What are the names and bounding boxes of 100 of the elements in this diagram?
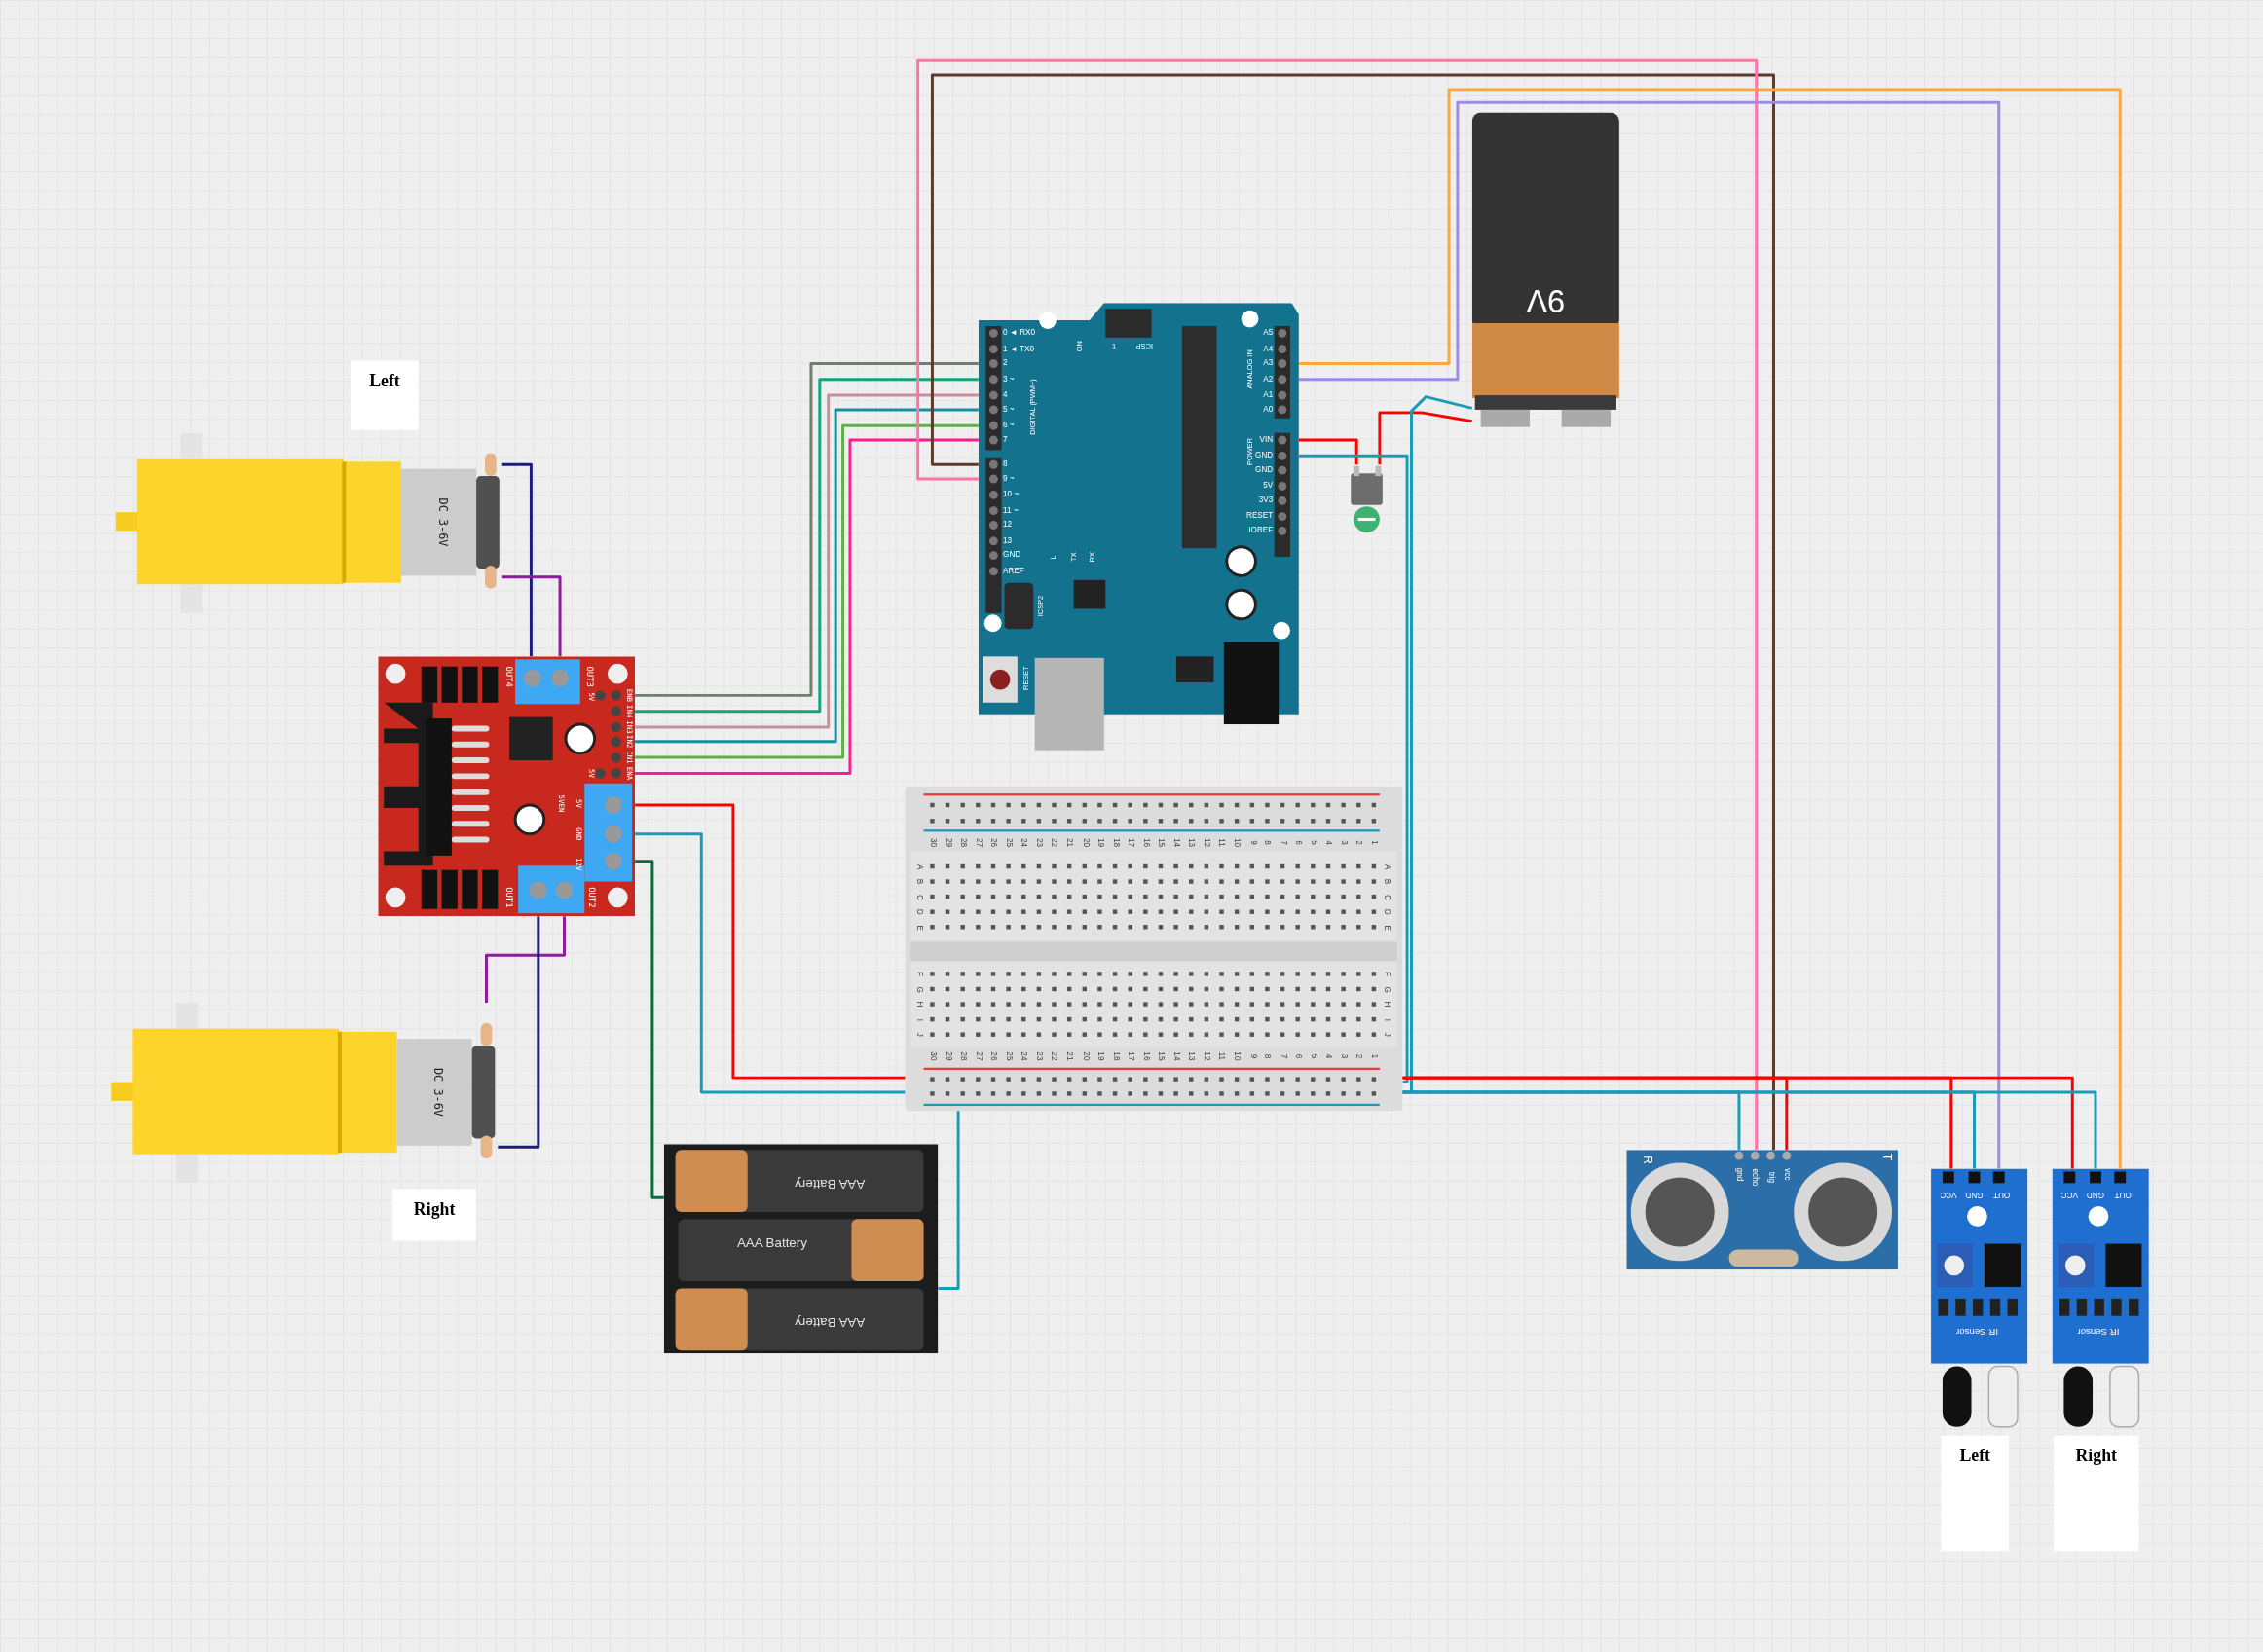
row-letter: A <box>1383 863 1391 869</box>
pin-label: GND <box>1255 466 1274 475</box>
terminal-label: OUT2 <box>587 887 597 908</box>
row-letter: A <box>915 863 924 869</box>
pin-label: GND <box>1003 551 1021 560</box>
row-letter: F <box>1383 971 1391 976</box>
pin-label: 13 <box>1003 536 1013 545</box>
column-number: 16 <box>1141 1051 1150 1061</box>
pin-label: echo <box>1751 1168 1760 1187</box>
column-number: 26 <box>988 838 998 848</box>
pin-label: 9 ~ <box>1003 475 1015 484</box>
column-number: 9 <box>1247 1053 1256 1059</box>
terminal-label: OUT1 <box>504 887 514 908</box>
row-letter: I <box>915 1017 924 1021</box>
pin-label: A5 <box>1263 329 1274 338</box>
name-tag: Right <box>392 1189 477 1241</box>
wire <box>1402 1090 2097 1169</box>
pin-label: VCC <box>1940 1191 1957 1199</box>
column-number: 6 <box>1293 1053 1302 1059</box>
column-number: 3 <box>1339 1053 1348 1059</box>
column-number: 17 <box>1126 1051 1134 1061</box>
column-number: 8 <box>1263 840 1272 845</box>
battery-label: AAA Battery <box>736 1236 807 1251</box>
pin-label: 8 <box>1003 460 1008 469</box>
row-letter: F <box>915 971 924 976</box>
wire <box>1378 411 1472 465</box>
pin-label: GND <box>1965 1191 1984 1199</box>
wire <box>635 803 906 1080</box>
battery-label: AAA Battery <box>795 1176 866 1190</box>
column-number: 10 <box>1233 838 1242 848</box>
column-number: 29 <box>944 1051 952 1061</box>
column-number: 8 <box>1263 1053 1272 1059</box>
row-letter: E <box>915 924 924 930</box>
column-number: 19 <box>1095 838 1104 848</box>
pin-label: VIN <box>1259 435 1274 445</box>
column-number: 22 <box>1050 1051 1058 1061</box>
row-letter: I <box>1383 1017 1391 1021</box>
column-number: 26 <box>988 1051 998 1061</box>
column-number: 1 <box>1369 840 1378 845</box>
column-number: 15 <box>1156 838 1166 848</box>
column-number: 17 <box>1126 838 1134 848</box>
pin-label: A2 <box>1263 375 1274 384</box>
motor-rating-label: DC 3-6V <box>435 497 448 547</box>
row-letter: C <box>1383 894 1391 900</box>
column-number: 28 <box>958 1051 967 1061</box>
wire <box>1298 454 1409 1084</box>
wire <box>1298 100 2001 1169</box>
column-number: 25 <box>1004 1051 1013 1061</box>
pin-label: A3 <box>1263 359 1274 368</box>
pin-label: 0 ◄ RX0 <box>1003 329 1036 338</box>
voltage-label: 9V <box>1526 283 1566 316</box>
module-label: IR Sensor <box>2077 1327 2120 1337</box>
pin-label: trig <box>1766 1171 1775 1184</box>
pin-label: gnd <box>1734 1167 1743 1182</box>
pin-label: 11 ~ <box>1003 506 1019 515</box>
wire <box>501 575 562 657</box>
column-number: 1 <box>1369 1053 1378 1059</box>
wire <box>498 916 540 1149</box>
column-number: 24 <box>1020 1051 1028 1061</box>
motor-rating-label: DC 3-6V <box>431 1067 443 1117</box>
wire <box>635 832 906 1094</box>
pin-label: A0 <box>1263 405 1274 414</box>
name-tag: Left <box>351 360 419 430</box>
row-letter: G <box>915 985 924 993</box>
column-number: 13 <box>1187 838 1196 848</box>
column-number: 5 <box>1309 840 1317 845</box>
pin-label: 1 ◄ TX0 <box>1003 345 1034 353</box>
column-number: 18 <box>1111 838 1120 848</box>
column-number: 24 <box>1020 838 1028 848</box>
pin-label: 6 ~ <box>1003 422 1015 430</box>
column-number: 16 <box>1141 838 1150 848</box>
column-number: 2 <box>1354 840 1363 845</box>
column-number: 2 <box>1354 1053 1363 1059</box>
column-number: 5 <box>1309 1053 1317 1059</box>
pin-label: IOREF <box>1248 527 1274 535</box>
column-number: 13 <box>1187 1051 1196 1061</box>
name-tag: Right <box>2054 1435 2139 1552</box>
column-number: 4 <box>1323 1053 1333 1059</box>
row-letter: B <box>1383 878 1391 885</box>
column-number: 18 <box>1111 1051 1120 1061</box>
pin-label: 7 <box>1003 435 1008 445</box>
column-number: 6 <box>1293 840 1302 845</box>
terminal-label: OUT3 <box>585 666 595 687</box>
column-number: 23 <box>1034 838 1043 848</box>
pin-label: 5 ~ <box>1003 405 1015 414</box>
pin-label: AREF <box>1003 567 1024 575</box>
pin-label: 3 ~ <box>1003 375 1015 384</box>
column-number: 23 <box>1034 1051 1043 1061</box>
column-number: 12 <box>1202 838 1210 848</box>
pin-label: A4 <box>1263 345 1274 353</box>
pin-label: 5V <box>1263 482 1274 491</box>
column-number: 7 <box>1279 1053 1287 1059</box>
wire <box>485 916 566 1004</box>
column-number: 28 <box>958 838 967 848</box>
row-letter: C <box>915 894 924 900</box>
row-letter: D <box>1383 908 1391 915</box>
column-number: 20 <box>1080 1051 1089 1061</box>
name-tag: Left <box>1941 1435 2010 1552</box>
pin-label: 10 ~ <box>1003 491 1020 499</box>
column-number: 9 <box>1247 840 1256 845</box>
